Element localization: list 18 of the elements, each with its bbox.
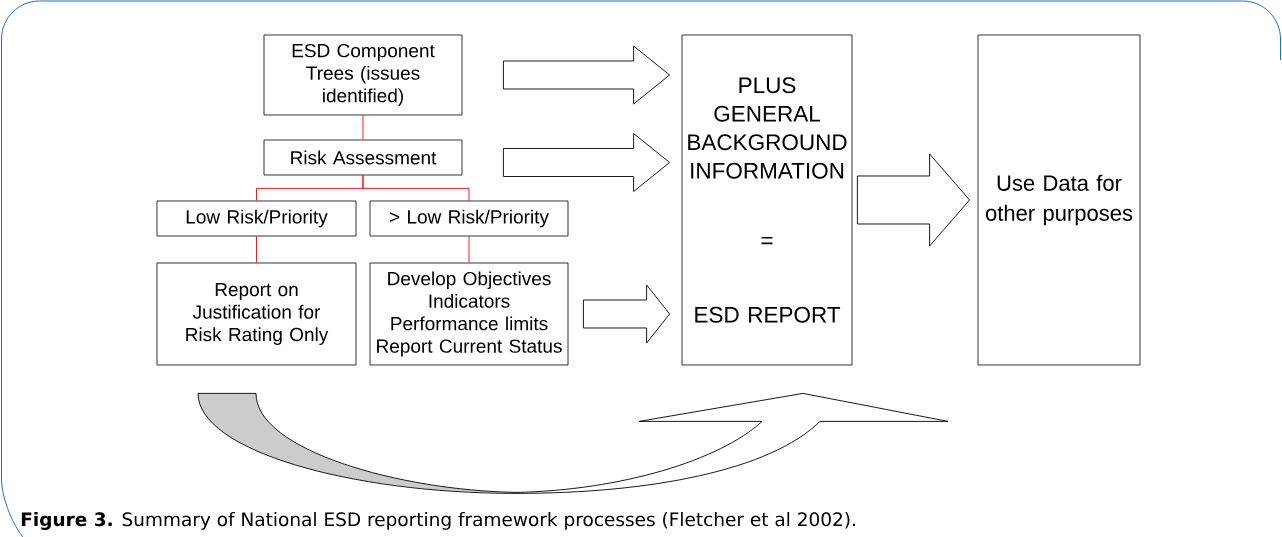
connector-line [362,114,364,141]
process-box: Risk Assessment [263,139,463,176]
process-box: Report on Justification for Risk Rating Only [156,262,357,366]
block-arrow [582,284,671,344]
process-box: PLUS GENERAL BACKGROUND INFORMATION = ESD REPORT [681,34,853,366]
block-arrow [502,133,671,192]
connector-line [256,235,257,264]
block-arrow [502,45,671,105]
connector-line [468,235,470,264]
curved-arrow [197,392,949,494]
process-box: ESD Component Trees (issues identified) [263,34,463,116]
process-box: Develop Objectives Indicators Performance limits Report Current Status [369,262,569,366]
process-box: Low Risk/Priority [156,200,357,237]
block-arrow [856,153,971,247]
figure-caption: Figure 3. Summary of National ESD reporting framework processes (Fletcher et al 2002). [21,511,855,530]
process-box: > Low Risk/Priority [369,200,569,237]
connector-line [362,174,470,202]
process-box: Use Data for other purposes [977,34,1141,366]
